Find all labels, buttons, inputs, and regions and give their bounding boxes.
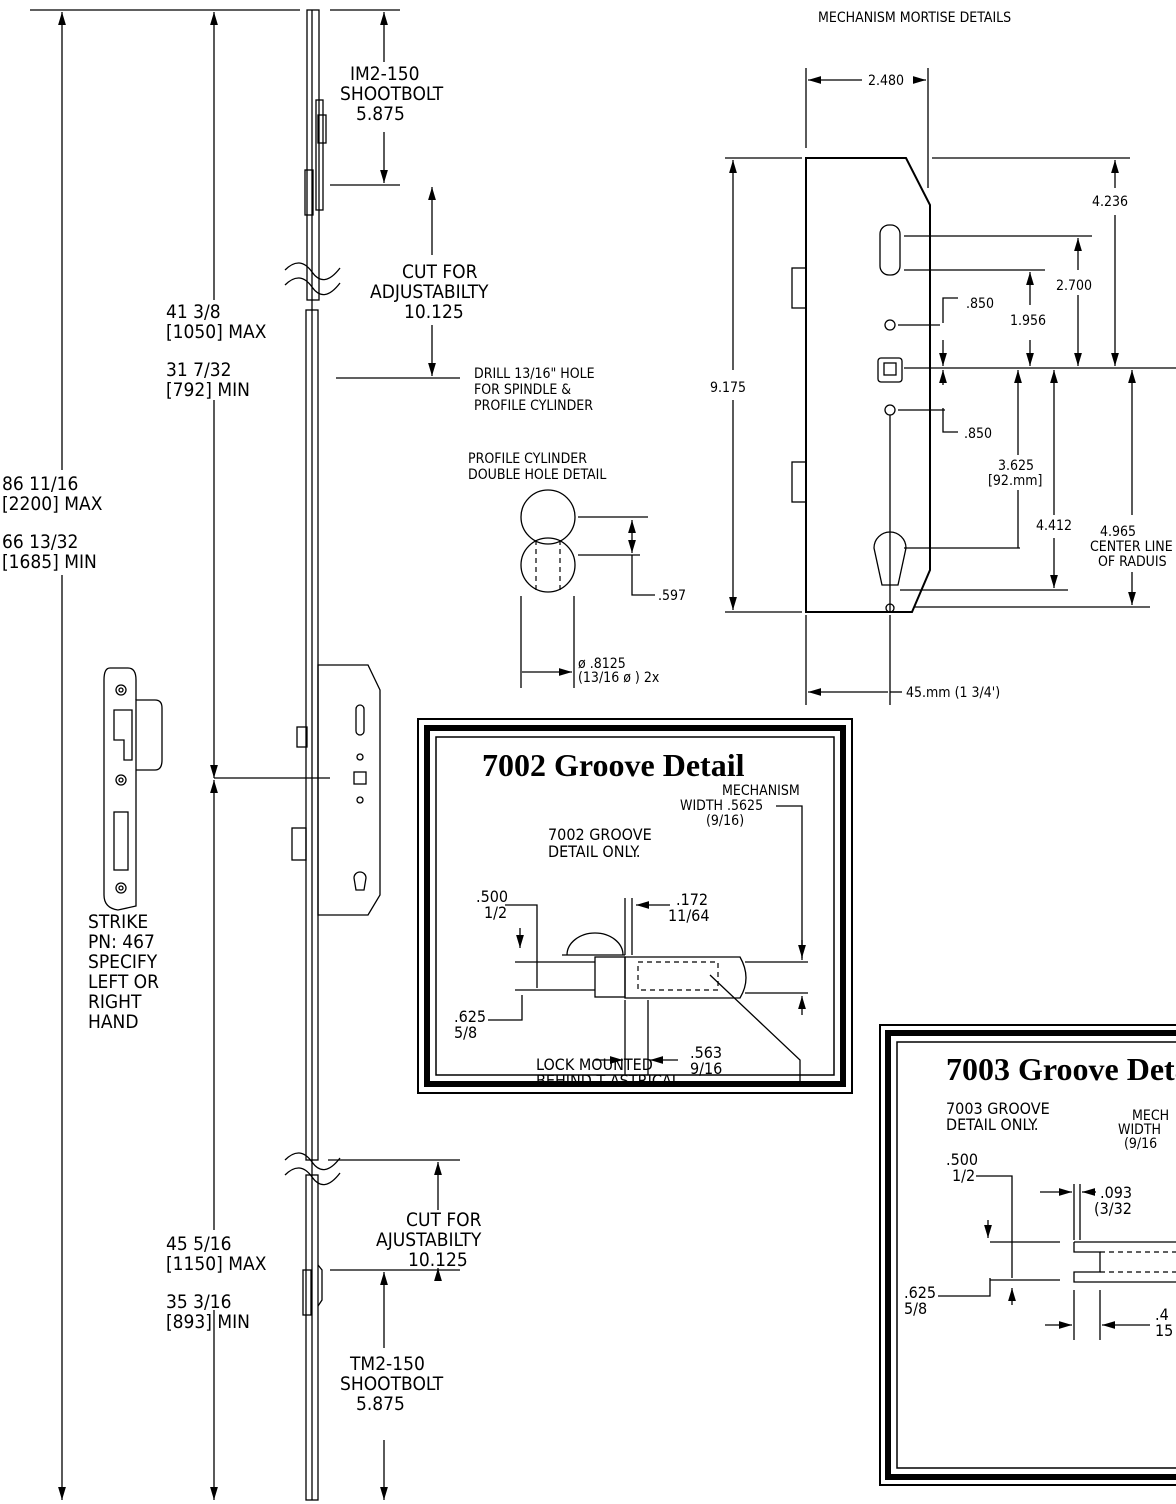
profile-dim-597: .597 bbox=[658, 588, 686, 604]
groove7002-d172: .172 bbox=[676, 890, 708, 909]
groove7003-note2: DETAIL ONLY. bbox=[946, 1115, 1039, 1134]
groove-7002-panel: 7002 Groove Detail MECHANISM WIDTH .5625… bbox=[417, 718, 853, 1094]
groove7003-title: 7003 Groove Detail bbox=[946, 1051, 1176, 1087]
top-shootbolt-length: 5.875 bbox=[356, 103, 405, 125]
profile-cylinder-detail: PROFILE CYLINDER DOUBLE HOLE DETAIL .597… bbox=[468, 451, 686, 688]
upper-cut-label1: CUT FOR bbox=[402, 261, 478, 283]
mortise-detail: MECHANISM MORTISE DETAILS 2.480 9.175 4.… bbox=[710, 10, 1176, 705]
groove7002-d563: .563 bbox=[690, 1043, 722, 1062]
groove7003-mech2: WIDTH bbox=[1118, 1122, 1161, 1138]
overall-min: 66 13/32 bbox=[2, 531, 78, 553]
lower-max-mm: [1150] MAX bbox=[166, 1253, 267, 1275]
groove7003-d625: .625 bbox=[904, 1283, 936, 1302]
mortise-width: 2.480 bbox=[868, 73, 904, 89]
upper-min: 31 7/32 bbox=[166, 359, 232, 381]
strike-label1: STRIKE bbox=[88, 911, 148, 933]
mortise-d1956: 1.956 bbox=[1010, 313, 1046, 329]
profile-line1: PROFILE CYLINDER bbox=[468, 451, 587, 467]
lock-body bbox=[291, 664, 381, 916]
mortise-centerline2: OF RADUIS bbox=[1098, 554, 1167, 570]
lower-cut-label1: CUT FOR bbox=[406, 1209, 482, 1231]
mortise-centerline1: CENTER LINE bbox=[1090, 539, 1173, 555]
upper-min-mm: [792] MIN bbox=[166, 379, 250, 401]
lower-min: 35 3/16 bbox=[166, 1291, 232, 1313]
overall-max: 86 11/16 bbox=[2, 473, 78, 495]
groove7002-lock2: BEHIND T ASTRICAL. bbox=[536, 1071, 684, 1090]
mortise-d4965: 4.965 bbox=[1100, 524, 1136, 540]
strike-label6: HAND bbox=[88, 1011, 139, 1033]
overall-max-mm: [2200] MAX bbox=[2, 493, 103, 515]
mortise-d4412: 4.412 bbox=[1036, 518, 1072, 534]
upper-cut-label2: ADJUSTABILTY bbox=[370, 281, 489, 303]
top-shootbolt-callout: IM2-150 SHOOTBOLT 5.875 bbox=[330, 9, 444, 186]
upper-max-mm: [1050] MAX bbox=[166, 321, 267, 343]
lower-cut-callout: CUT FOR AJUSTABILTY 10.125 bbox=[328, 1159, 482, 1281]
profile-dia-line2: (13/16 ø ) 2x bbox=[578, 670, 660, 686]
strike-label2: PN: 467 bbox=[88, 931, 155, 953]
groove7002-note2: DETAIL ONLY. bbox=[548, 842, 641, 861]
lower-min-mm: [893] MIN bbox=[166, 1311, 250, 1333]
upper-max: 41 3/8 bbox=[166, 301, 221, 323]
upper-cut-callout: CUT FOR ADJUSTABILTY 10.125 bbox=[336, 187, 489, 379]
mortise-backset: 45.mm (1 3/4') bbox=[906, 685, 1000, 701]
groove7002-mech2: WIDTH .5625 bbox=[680, 798, 763, 814]
bottom-shootbolt-callout: TM2-150 SHOOTBOLT 5.875 bbox=[340, 1272, 444, 1500]
groove-7003-panel: 7003 Groove Detail 7003 GROOVE DETAIL ON… bbox=[879, 1024, 1176, 1486]
lower-cut-length: 10.125 bbox=[408, 1249, 468, 1271]
profile-line2: DOUBLE HOLE DETAIL bbox=[468, 467, 606, 483]
groove7003-d093f: (3/32 bbox=[1094, 1199, 1132, 1218]
drill-line3: PROFILE CYLINDER bbox=[474, 398, 593, 414]
top-shootbolt-label: SHOOTBOLT bbox=[340, 83, 444, 105]
mortise-d3625: 3.625 bbox=[998, 458, 1034, 474]
overall-dimension: 86 11/16 [2200] MAX 66 13/32 [1685] MIN bbox=[2, 9, 300, 1500]
lower-max: 45 5/16 bbox=[166, 1233, 232, 1255]
bottom-shootbolt-length: 5.875 bbox=[356, 1393, 405, 1415]
strike-label4: LEFT OR bbox=[88, 971, 159, 993]
mortise-d850b: .850 bbox=[964, 426, 992, 442]
groove7002-mech3: (9/16) bbox=[706, 813, 744, 829]
upper-dimension: 41 3/8 [1050] MAX 31 7/32 [792] MIN bbox=[166, 11, 267, 778]
groove7003-d093: .093 bbox=[1100, 1183, 1132, 1202]
overall-min-mm: [1685] MIN bbox=[2, 551, 97, 573]
drill-line2: FOR SPINDLE & bbox=[474, 382, 571, 398]
groove7003-mech3: (9/16 bbox=[1124, 1136, 1157, 1152]
strike-label5: RIGHT bbox=[88, 991, 142, 1013]
lower-cut-label2: AJUSTABILTY bbox=[376, 1229, 482, 1251]
groove7002-d625: .625 bbox=[454, 1007, 486, 1026]
drill-line1: DRILL 13/16" HOLE bbox=[474, 366, 595, 382]
mortise-d850a: .850 bbox=[966, 296, 994, 312]
lock-bar bbox=[284, 9, 341, 1501]
drill-note: DRILL 13/16" HOLE FOR SPINDLE & PROFILE … bbox=[474, 366, 595, 414]
groove7003-d625f: 5/8 bbox=[904, 1299, 927, 1318]
groove7002-d500f: 1/2 bbox=[484, 903, 507, 922]
strike-label3: SPECIFY bbox=[88, 951, 158, 973]
groove7003-d4: .4 bbox=[1155, 1305, 1169, 1324]
groove7002-lock1: LOCK MOUNTED bbox=[536, 1055, 653, 1074]
groove7002-d500: .500 bbox=[476, 887, 508, 906]
mortise-d2700: 2.700 bbox=[1056, 278, 1092, 294]
strike-plate: STRIKE PN: 467 SPECIFY LEFT OR RIGHT HAN… bbox=[88, 667, 163, 1033]
groove7002-title: 7002 Groove Detail bbox=[482, 747, 745, 783]
bottom-shootbolt-label: SHOOTBOLT bbox=[340, 1373, 444, 1395]
mortise-d3625-mm: [92.mm] bbox=[988, 473, 1042, 489]
groove7002-note1: 7002 GROOVE bbox=[548, 825, 652, 844]
groove7003-d500: .500 bbox=[946, 1150, 978, 1169]
top-shootbolt-model: IM2-150 bbox=[350, 63, 419, 85]
upper-cut-length: 10.125 bbox=[404, 301, 464, 323]
bottom-shootbolt-model: TM2-150 bbox=[349, 1353, 425, 1375]
groove7002-d625f: 5/8 bbox=[454, 1023, 477, 1042]
groove7003-mech1: MECH bbox=[1132, 1108, 1169, 1124]
lower-dimension: 45 5/16 [1150] MAX 35 3/16 [893] MIN bbox=[166, 780, 267, 1500]
groove7003-d4f: 15 bbox=[1155, 1321, 1173, 1340]
groove7002-d172f: 11/64 bbox=[668, 906, 709, 925]
groove7002-d563f: 9/16 bbox=[690, 1059, 722, 1078]
mortise-height: 9.175 bbox=[710, 380, 746, 396]
groove7003-d500f: 1/2 bbox=[952, 1166, 975, 1185]
mortise-d4236: 4.236 bbox=[1092, 194, 1128, 210]
profile-dia-line1: ø .8125 bbox=[578, 656, 626, 672]
groove7003-note1: 7003 GROOVE bbox=[946, 1099, 1050, 1118]
groove7002-mech1: MECHANISM bbox=[722, 783, 800, 799]
mortise-header: MECHANISM MORTISE DETAILS bbox=[818, 10, 1011, 26]
